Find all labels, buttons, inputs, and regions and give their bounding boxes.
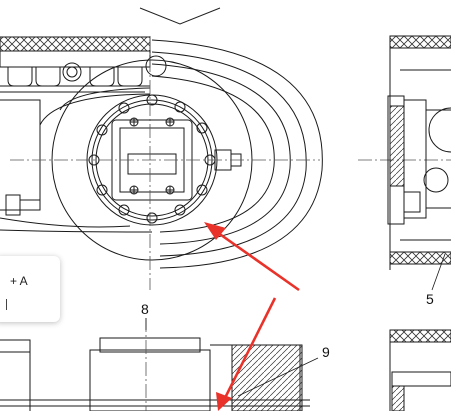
arrow-secondary-shaft: [222, 297, 277, 401]
callout-label-8: 8: [141, 301, 149, 317]
right-view-bottom: [389, 329, 451, 411]
arrow-primary-head: [204, 222, 226, 240]
callout-label-9: 9: [322, 344, 330, 360]
wheel-rings: [0, 39, 323, 269]
arrow-icon: [204, 222, 300, 292]
track-chain: [0, 36, 167, 93]
left-frame: [0, 99, 41, 216]
callout-label-5: 5: [426, 291, 434, 307]
tooltip-text: + A: [10, 274, 28, 288]
text-cursor: [6, 299, 7, 310]
arrow-icon: [216, 297, 277, 411]
right-view-top: [387, 35, 451, 270]
bolt-circle: [88, 94, 216, 224]
tooltip-popup: + A: [0, 256, 60, 322]
top-chevron: [139, 7, 221, 25]
arrow-secondary-head: [216, 392, 232, 411]
arrow-primary-shaft: [213, 228, 300, 292]
lower-section: [0, 337, 310, 411]
